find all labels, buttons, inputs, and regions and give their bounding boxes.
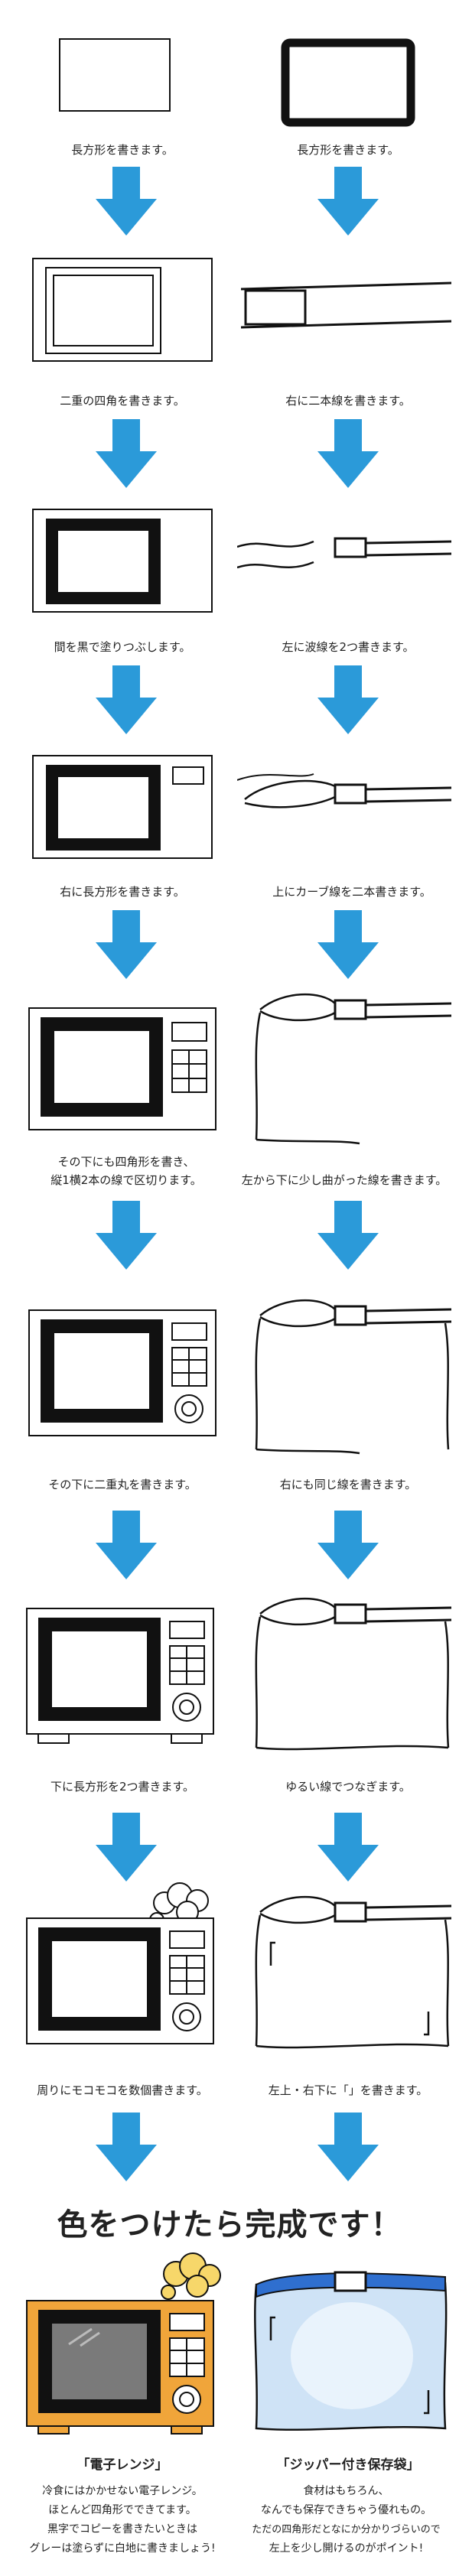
arrow-down-icon (96, 1201, 157, 1270)
zipper-bag-desc-line: ただの四角形だとなにか分かりづらいので (233, 2520, 459, 2539)
left-step3-drawing (31, 507, 214, 614)
arrow-down-icon (96, 665, 157, 734)
right-step4-caption: 上にカーブ線を二本書きます。 (252, 883, 451, 900)
right-step3-drawing (237, 528, 451, 589)
arrow-down-icon (317, 167, 379, 236)
zipper-bag-desc-line: なんでも保存できちゃう優れもの。 (233, 2501, 459, 2520)
arrow-down-icon (317, 665, 379, 734)
left-step7-caption: 下に長方形を2つ書きます。 (31, 1778, 214, 1795)
right-step7-drawing (245, 1591, 451, 1759)
right-step4-drawing (237, 765, 451, 834)
right-step2-drawing (241, 268, 451, 344)
arrow-down-icon (317, 910, 379, 979)
right-step5-drawing (245, 987, 451, 1147)
right-step1-drawing (279, 37, 417, 128)
arrow-down-icon (317, 2113, 379, 2181)
arrow-down-icon (317, 1201, 379, 1270)
zipper-bag-title: 「ジッパー付き保存袋」 (237, 2454, 459, 2473)
zipper-bag-desc-line: 左上を少し開けるのがポイント! (233, 2539, 459, 2558)
left-step4-drawing (31, 753, 214, 860)
microwave-desc-line: 黒字でコピーを書きたいときは (8, 2520, 237, 2539)
microwave-title: 「電子レンジ」 (23, 2454, 222, 2473)
right-step7-caption: ゆるい線でつなぎます。 (260, 1778, 436, 1795)
arrow-down-icon (96, 1511, 157, 1579)
final-heading: 色をつけたら完成です！ (0, 2200, 459, 2244)
right-step6-caption: 右にも同じ線を書きます。 (260, 1476, 436, 1493)
arrow-down-icon (96, 419, 157, 488)
arrow-down-icon (317, 1511, 379, 1579)
microwave-desc-line: グレーは塗らずに白地に書きましょう! (8, 2539, 237, 2558)
arrow-down-icon (317, 1813, 379, 1882)
left-step1-caption: 長方形を書きます。 (38, 141, 207, 158)
microwave-colored-illustration (23, 2252, 222, 2436)
left-step5-drawing (27, 1006, 218, 1132)
left-step3-caption: 間を黒で塗りつぶします。 (31, 639, 214, 655)
arrow-down-icon (96, 167, 157, 236)
right-step6-drawing (245, 1293, 451, 1457)
right-step5-caption: 左から下に少し曲がった線を書きます。 (233, 1172, 455, 1189)
left-step5-caption-line2: 縦1横2本の線で区切ります。 (31, 1172, 222, 1189)
left-step5-caption-line1: その下にも四角形を書き、 (31, 1153, 222, 1170)
arrow-down-icon (317, 419, 379, 488)
left-step2-drawing (31, 256, 214, 363)
right-step3-caption: 左に波線を2つ書きます。 (260, 639, 436, 655)
right-step8-caption: 左上・右下に「」を書きます。 (252, 2082, 444, 2099)
right-step2-caption: 右に二本線を書きます。 (260, 392, 436, 409)
microwave-desc-line: 冷食にはかかせない電子レンジ。 (8, 2482, 237, 2501)
zipper-bag-desc-line: 食材はもちろん、 (233, 2482, 459, 2501)
left-step8-caption: 周りにモコモコを数個書きます。 (23, 2082, 222, 2099)
left-step6-caption: その下に二重丸を書きます。 (31, 1476, 214, 1493)
arrow-down-icon (96, 1813, 157, 1882)
left-step7-drawing (23, 1606, 218, 1748)
left-step4-caption: 右に長方形を書きます。 (31, 883, 214, 900)
left-step1-drawing (57, 37, 172, 113)
left-step2-caption: 二重の四角を書きます。 (38, 392, 207, 409)
right-step8-drawing (245, 1889, 451, 2057)
zipper-bag-colored-illustration (245, 2260, 451, 2440)
microwave-desc-line: ほとんど四角形でできてます。 (8, 2501, 237, 2520)
right-step1-caption: 長方形を書きます。 (260, 141, 436, 158)
arrow-down-icon (96, 2113, 157, 2181)
left-step6-drawing (27, 1308, 218, 1438)
arrow-down-icon (96, 910, 157, 979)
left-step8-drawing (23, 1882, 218, 2050)
